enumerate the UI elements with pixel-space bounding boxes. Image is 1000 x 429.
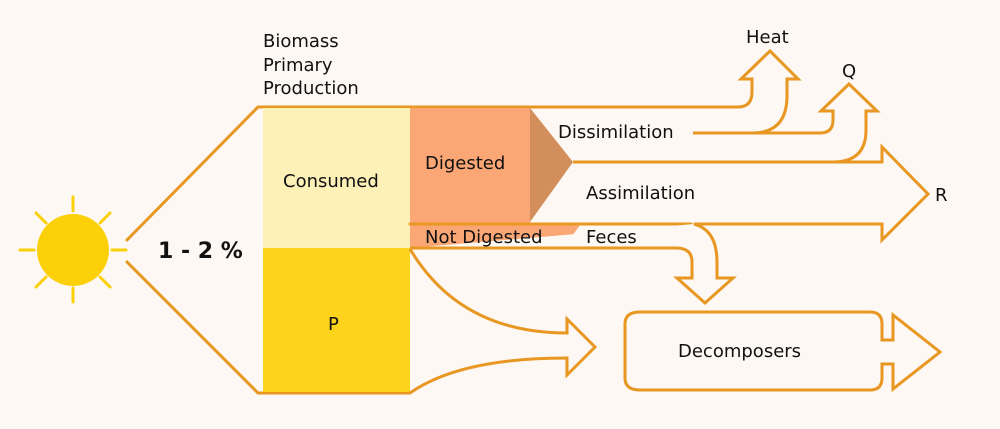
biomass-label-line3: Production bbox=[263, 78, 359, 99]
consumed-block bbox=[263, 108, 410, 248]
funnel-top-line bbox=[125, 105, 532, 242]
consumed-label: Consumed bbox=[283, 171, 379, 192]
q-label: Q bbox=[842, 61, 856, 82]
heat-label: Heat bbox=[746, 27, 789, 48]
dissimilation-label: Dissimilation bbox=[558, 122, 674, 143]
biomass-label-line2: Primary bbox=[263, 55, 333, 76]
efficiency-label: 1 - 2 % bbox=[158, 239, 243, 264]
not-digested-label: Not Digested bbox=[425, 227, 543, 248]
q-arrow bbox=[752, 81, 881, 164]
digested-arrow-tip bbox=[530, 108, 573, 222]
production-label: P bbox=[328, 314, 339, 335]
production-block bbox=[263, 248, 410, 392]
decomposers-label: Decomposers bbox=[678, 341, 801, 362]
feces-arrow bbox=[410, 222, 737, 306]
digested-label: Digested bbox=[425, 153, 505, 174]
funnel-bottom-line bbox=[125, 260, 412, 395]
sun-rays bbox=[18, 195, 128, 304]
assimilation-label: Assimilation bbox=[586, 183, 695, 204]
heat-arrow bbox=[530, 48, 802, 135]
biomass-label-line1: Biomass bbox=[263, 31, 339, 52]
decomposers-box bbox=[623, 310, 943, 393]
digested-block bbox=[410, 108, 530, 223]
feces-label: Feces bbox=[586, 227, 637, 248]
sun-icon bbox=[18, 195, 128, 304]
sun-disc bbox=[37, 214, 109, 286]
production-to-decomposers-arrow bbox=[408, 248, 598, 395]
r-label: R bbox=[935, 185, 948, 206]
r-arrow bbox=[573, 143, 931, 244]
